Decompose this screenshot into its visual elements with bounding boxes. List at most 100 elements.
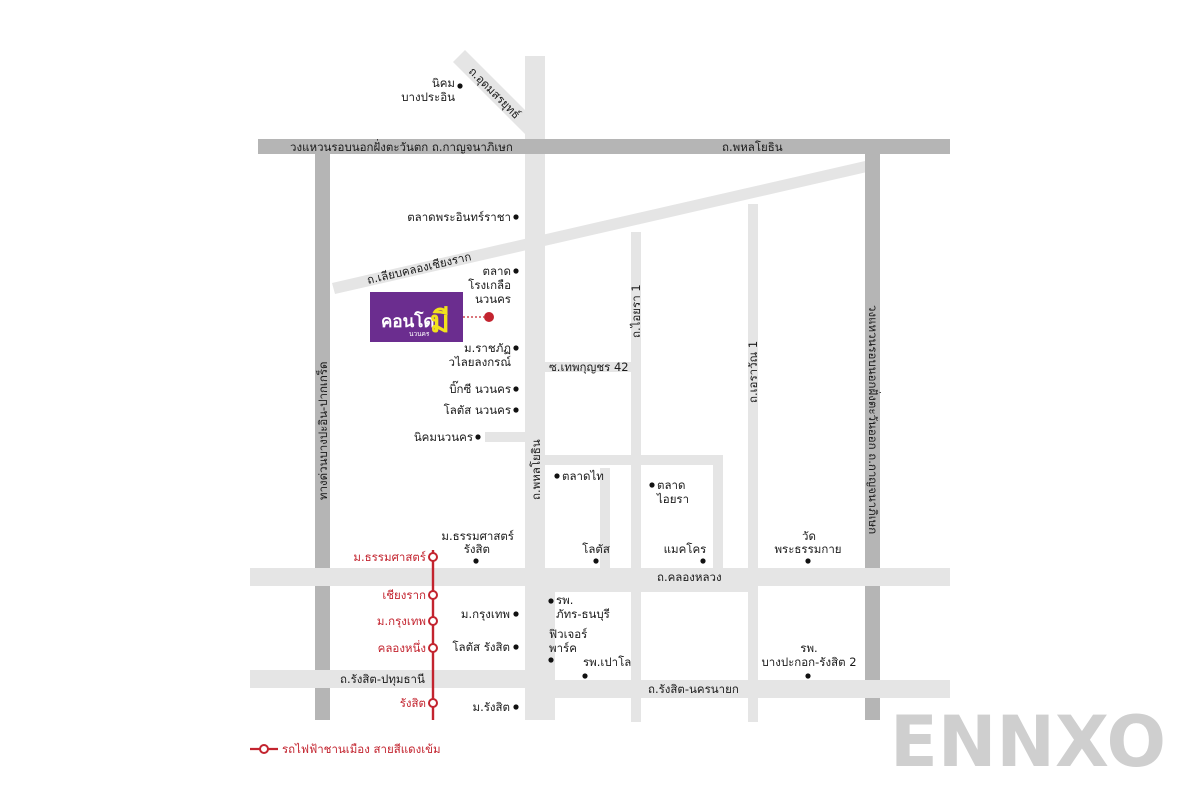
place-dot <box>513 407 519 413</box>
road-labels: ถ.อุดมสรยุทธ์ วงแหวนรอบนอกฝั่งตะวันตก ถ.… <box>290 64 881 696</box>
place-label: ตลาด <box>483 264 511 278</box>
place-label: ม.รังสิต <box>472 700 510 714</box>
place-patara-hosp: รพ. ภัทร-ธนบุรี <box>548 593 610 621</box>
rail-station-label: เชียงราก <box>382 588 426 602</box>
place-rajabhat: ม.ราชภัฏ วไลยลงกรณ์ <box>449 341 519 369</box>
place-label: ตลาด <box>657 478 685 492</box>
rail-station-tu: ม.ธรรมศาสตร์ <box>353 550 438 564</box>
place-label: รังสิต <box>464 542 490 556</box>
place-label: ตลาดพระอินทร์ราชา <box>407 210 511 224</box>
road-aiyara1 <box>631 232 641 722</box>
logo-big-text: มี <box>430 305 450 340</box>
label-khlong-luang: ถ.คลองหลวง <box>657 570 722 584</box>
place-lotus-nava: โลตัส นวนคร <box>444 403 519 417</box>
place-label: พาร์ค <box>549 641 577 655</box>
place-bangpakok-hosp: รพ. บางปะกอก-รังสิต 2 <box>761 641 857 679</box>
place-wat-dhammakaya: วัด พระธรรมกาย <box>774 529 842 564</box>
road-rangsit-nakhonnayok <box>545 680 950 698</box>
place-label: วไลยลงกรณ์ <box>449 355 512 369</box>
place-label: ภัทร-ธนบุรี <box>556 607 610 621</box>
road-phahonyothin-vertical <box>525 56 545 720</box>
place-label: โลตัส รังสิต <box>452 640 510 654</box>
legend-station-icon <box>259 744 269 754</box>
road-rangsit-pathum <box>250 670 550 688</box>
place-dot <box>513 644 519 650</box>
place-lotus: โลตัส <box>582 542 610 564</box>
place-label: ม.ราชภัฏ <box>464 341 511 355</box>
label-rangsit-pathum: ถ.รังสิต-ปทุมธานี <box>340 672 425 686</box>
place-label: โลตัส <box>582 542 610 556</box>
place-makro: แมคโคร <box>664 542 707 564</box>
label-udom-sorayut: ถ.อุดมสรยุทธ์ <box>466 64 523 121</box>
place-nikhom-nava: นิคมนวนคร <box>414 430 481 444</box>
legend-rail-label: รถไฟฟ้าชานเมือง สายสีแดงเข้ม <box>282 742 441 756</box>
label-phahonyothin-vertical: ถ.พหลโยธิน <box>529 439 543 500</box>
rail-station-icon <box>428 616 438 626</box>
label-liap-khlong: ถ.เลียบคลองเชียงราก <box>366 249 473 287</box>
label-outer-ring-east: วงแหวนรอบนอกฝั่งตะวันออก ถ.กาญจนาภิเษก <box>866 305 881 534</box>
place-dot <box>513 611 519 617</box>
place-dot <box>649 482 655 488</box>
road-stub-lotus <box>600 468 610 568</box>
place-dot <box>473 558 479 564</box>
place-label: บิ๊กซี นวนคร <box>449 380 511 396</box>
place-dot <box>513 214 519 220</box>
place-label: แมคโคร <box>664 542 707 556</box>
road-khlong-luang <box>250 568 950 586</box>
place-dot <box>593 558 599 564</box>
road-south-link <box>545 582 758 592</box>
logo-main-text: คอนโด <box>381 311 434 332</box>
place-label: รพ. <box>800 641 817 655</box>
red-rail-line: ม.ธรรมศาสตร์ เชียงราก ม.กรุงเทพ คลองหนึ่… <box>353 550 438 720</box>
minor-roads <box>332 161 867 722</box>
place-dot <box>805 558 811 564</box>
place-label: ม.กรุงเทพ <box>461 607 510 621</box>
place-label: รพ. <box>556 593 573 607</box>
place-lotus-rangsit: โลตัส รังสิต <box>452 640 519 654</box>
place-big-c: บิ๊กซี นวนคร <box>449 380 519 396</box>
rail-station-khlong-nueng: คลองหนึ่ง <box>378 640 438 655</box>
place-dot <box>513 268 519 274</box>
place-label: นิคมนวนคร <box>414 430 473 444</box>
place-label: นวนคร <box>475 292 511 306</box>
road-liap-khlong <box>332 161 867 294</box>
place-label: โลตัส นวนคร <box>444 403 511 417</box>
place-label: โรงเกลือ <box>468 278 511 292</box>
watermark-logo: ENNXO <box>890 701 1166 783</box>
place-tu-rangsit: ม.ธรรมศาสตร์ รังสิต <box>441 529 514 564</box>
label-bang-pa-in-expressway: ทางด่วนบางปะอิน-ปากเกร็ด <box>315 362 330 500</box>
place-label: บางปะกอก-รังสิต 2 <box>761 655 856 669</box>
rail-station-icon <box>428 698 438 708</box>
road-outer-ring-top <box>258 139 950 154</box>
label-outer-ring-kanchana: วงแหวนรอบนอกฝั่งตะวันตก ถ.กาญจนาภิเษก <box>290 139 513 154</box>
place-label: ม.ธรรมศาสตร์ <box>441 529 514 543</box>
main-roads <box>250 50 950 720</box>
place-label: บางประอิน <box>401 90 455 104</box>
place-dot <box>805 673 811 679</box>
place-talad-rong-kluea: ตลาด โรงเกลือ นวนคร <box>468 264 519 306</box>
place-dot <box>513 345 519 351</box>
place-nikhom-bang-pa-in: นิคม บางประอิน <box>401 76 463 104</box>
place-dot <box>513 704 519 710</box>
place-label: นิคม <box>432 76 455 90</box>
rail-station-icon <box>428 590 438 600</box>
place-paolo-hosp: รพ.เปาโล <box>582 655 631 679</box>
road-udom-sorayut <box>453 50 545 142</box>
rail-station-label: ม.กรุงเทพ <box>377 614 426 628</box>
rail-station-label: คลองหนึ่ง <box>378 640 426 655</box>
place-label: รพ.เปาโล <box>583 655 631 669</box>
label-phahonyothin-top: ถ.พหลโยธิน <box>722 140 783 154</box>
place-future-park: ฟิวเจอร์ พาร์ค <box>548 627 587 663</box>
place-dot <box>475 434 481 440</box>
place-dot <box>513 386 519 392</box>
places: นิคม บางประอิน ตลาดพระอินทร์ราชา ตลาด โร… <box>401 76 856 714</box>
rail-station-label: ม.ธรรมศาสตร์ <box>353 550 426 564</box>
project-location-marker <box>484 312 494 322</box>
place-label: วัด <box>802 529 816 543</box>
label-erawan1: ถ.เอราวัณ 1 <box>746 341 760 403</box>
place-bangkok-univ: ม.กรุงเทพ <box>461 607 519 621</box>
place-dot <box>548 657 554 663</box>
place-label: ตลาดไท <box>562 469 604 483</box>
project-logo: คอนโด มี นวนคร <box>370 292 463 342</box>
